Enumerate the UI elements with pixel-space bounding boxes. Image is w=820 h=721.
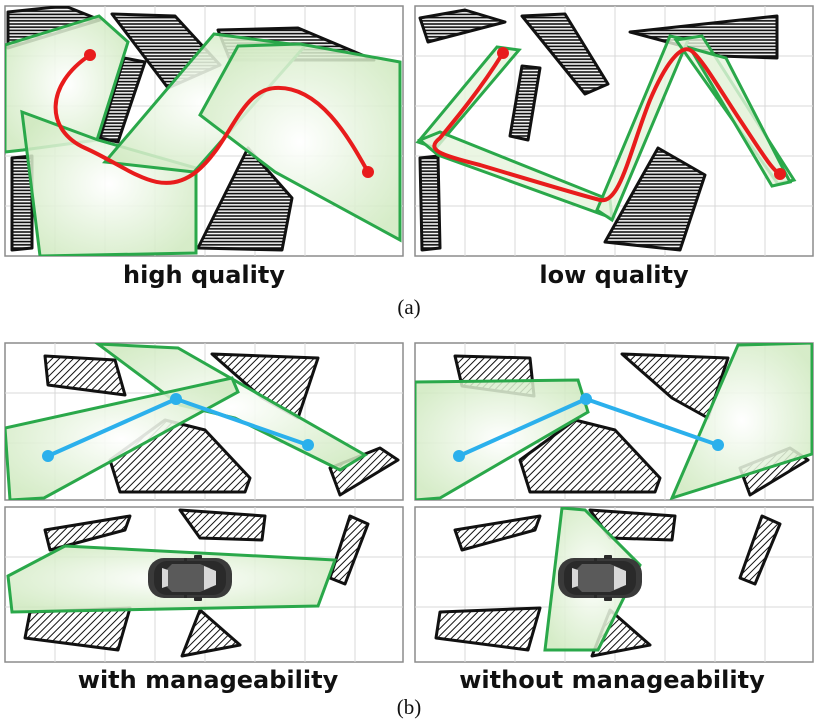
- feasible-region: [669, 343, 813, 500]
- obstacle: [180, 608, 242, 658]
- start-point: [42, 450, 54, 462]
- panel-manageable-path: [4, 342, 404, 501]
- panel-manageable-vehicle: [4, 506, 404, 663]
- goal-point: [302, 439, 314, 451]
- obstacle: [453, 514, 542, 552]
- trajectory-red: [432, 47, 782, 203]
- waypoint: [170, 393, 182, 405]
- feasible-region: [415, 378, 590, 500]
- obstacle: [196, 146, 294, 252]
- goal-point: [712, 439, 724, 451]
- feasible-region: [20, 109, 198, 256]
- obstacle: [418, 154, 442, 252]
- car-icon: [558, 555, 642, 601]
- obstacle: [98, 56, 147, 144]
- panel-unmanageable-vehicle: [414, 506, 814, 663]
- panel-high-quality: [4, 5, 404, 257]
- goal-point: [774, 168, 786, 180]
- obstacle: [520, 12, 610, 96]
- start-point: [84, 49, 96, 61]
- label-high-quality: high quality: [123, 261, 285, 289]
- feasible-region: [198, 42, 402, 243]
- obstacle: [328, 514, 370, 586]
- goal-point: [362, 166, 374, 178]
- label-without-manageability: without manageability: [459, 666, 765, 694]
- obstacle: [178, 508, 267, 542]
- panel-unmanageable-path: [414, 342, 814, 501]
- caption-a: (a): [397, 295, 420, 319]
- waypoint: [580, 393, 592, 405]
- obstacle: [508, 64, 542, 142]
- obstacle: [434, 606, 542, 652]
- obstacle: [43, 354, 127, 397]
- obstacle: [43, 514, 132, 552]
- start-point: [453, 450, 465, 462]
- caption-b: (b): [397, 695, 422, 719]
- label-low-quality: low quality: [539, 261, 689, 289]
- start-point: [497, 47, 509, 59]
- obstacle: [10, 154, 34, 252]
- obstacle: [418, 8, 507, 44]
- car-icon: [148, 555, 232, 601]
- obstacle: [738, 514, 782, 586]
- obstacle: [518, 418, 662, 494]
- label-with-manageability: with manageability: [78, 666, 339, 694]
- trajectory-red: [53, 53, 370, 185]
- feasible-region: [5, 376, 240, 500]
- obstacle: [603, 146, 707, 252]
- panel-low-quality: [414, 5, 814, 257]
